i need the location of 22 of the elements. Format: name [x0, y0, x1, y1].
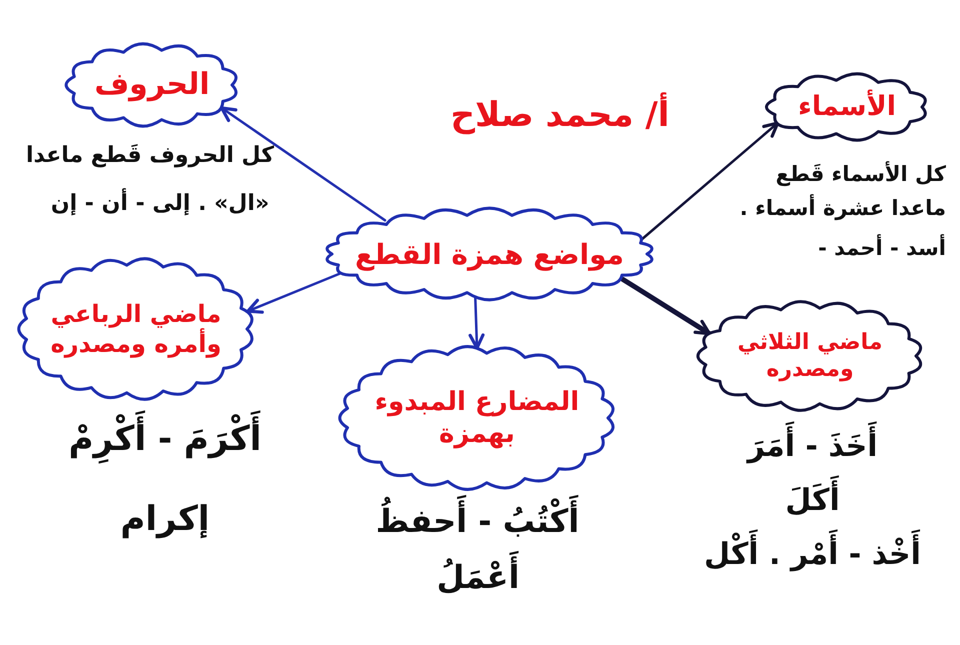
topic-title: الأسماء: [798, 90, 896, 124]
note-text: أَخْذ - أَمْر . أَكْل: [680, 528, 945, 582]
note-text: أَكَلَ: [695, 474, 930, 528]
arrow: [620, 276, 712, 336]
arrow: [220, 106, 386, 222]
note-text: كل الأسماء قَطع ماعدا عشرة أسماء .: [738, 160, 946, 222]
note-text: «ال» . إلى - أن - إن: [10, 186, 310, 222]
topic-title: ماضي الرباعي وأمره ومصدره: [50, 299, 222, 359]
arrow: [640, 121, 780, 240]
arrow: [468, 296, 485, 350]
note-text: أَخَذَ - أَمَرَ: [695, 420, 930, 474]
author-name: أ/ محمد صلاح: [450, 92, 670, 140]
note-text: أَعْمَلُ: [378, 550, 578, 604]
topic-title: ماضي الثلاثي ومصدره: [736, 328, 884, 384]
topic-title: الحروف: [94, 66, 210, 104]
note-text: أسد - أحمد -: [817, 233, 946, 262]
topic-title: مواضع همزة القطع: [355, 236, 624, 272]
topic-title: المضارع المبدوء بهمزة: [374, 386, 580, 450]
note-text: أَكْتُبُ - أَحفظُ: [345, 494, 610, 548]
note-text: إكرام: [119, 498, 211, 541]
note-text: كل الحروف قَطع ماعدا: [24, 142, 275, 170]
note-text: أَكْرَمَ - أَكْرِمْ: [30, 410, 300, 470]
